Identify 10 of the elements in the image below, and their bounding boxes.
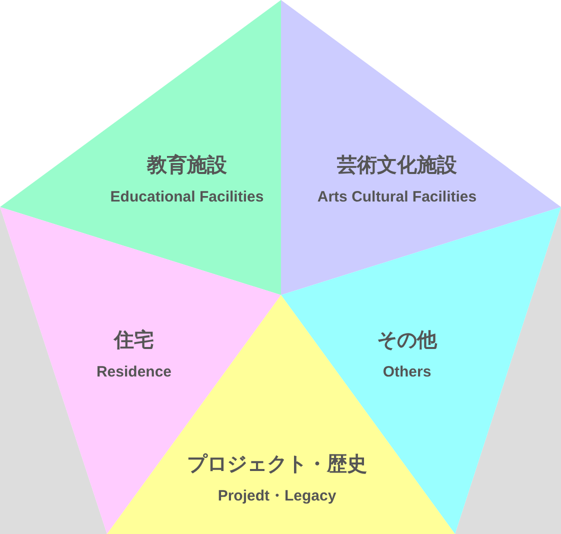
category-title: プロジェクト・歴史 [187,450,367,478]
category-subtitle: Projedt・Legacy [218,486,336,506]
category-subtitle: Educational Facilities [110,188,264,206]
category-title: 教育施設 [147,152,227,178]
category-title: 芸術文化施設 [337,152,457,178]
category-title: その他 [377,326,437,354]
category-subtitle: Others [382,364,432,380]
category-subtitle: Arts Cultural Facilities [317,188,477,206]
category-subtitle: Residence [96,364,172,380]
category-title: 住宅 [114,326,154,354]
